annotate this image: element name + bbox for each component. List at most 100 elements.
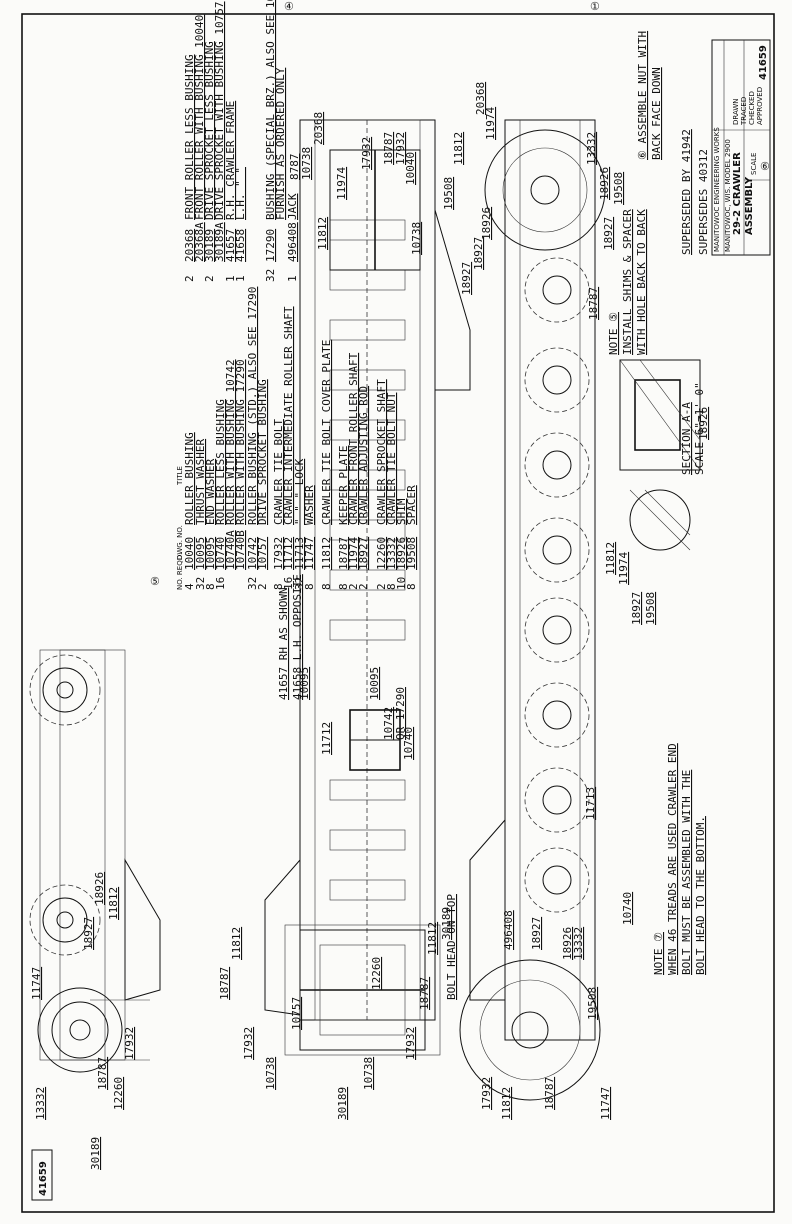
- callout-label: 18927: [602, 217, 615, 250]
- bolt-head-note: BOLT HEAD ON TOP: [445, 894, 458, 1000]
- parts-row-dwg: 10740: [214, 537, 227, 570]
- callout-label: 8787: [288, 154, 301, 181]
- tread-note-heading: NOTE ⑦: [652, 932, 665, 975]
- callout-label: 17932: [242, 1027, 255, 1060]
- parts-row-qty: 32: [194, 577, 207, 590]
- title-drawing-number: 41659: [758, 45, 769, 80]
- parts-row-title: CRAWLER ADJUSTING ROD: [357, 386, 370, 525]
- callout-label: 17932: [404, 1027, 417, 1060]
- parts-right-title: JACK: [286, 193, 299, 220]
- callout-label: 10738: [362, 1057, 375, 1090]
- callout-label: 18787: [543, 1077, 556, 1110]
- callout-label: 30189: [89, 1137, 102, 1170]
- parts-row-dwg: 10095: [204, 537, 217, 570]
- parts-row-title: ROLLER LESS BUSHING: [214, 399, 227, 525]
- parts-right-dwg: 30189: [203, 229, 216, 262]
- parts-row-title: KEEPER PLATE: [337, 446, 350, 525]
- title-checked: CHECKED: [748, 91, 756, 125]
- parts-right-dwg: 30189A: [213, 222, 226, 262]
- assemble-note-2: BACK FACE DOWN: [650, 67, 663, 160]
- callout-label: 18927: [472, 237, 485, 270]
- track-rollers: [524, 257, 590, 913]
- callout-label: 11974: [617, 552, 630, 585]
- parts-row-qty: 2: [375, 583, 388, 590]
- parts-right-title: R.H. CRAWLER FRAME: [224, 101, 237, 220]
- callout-label: 17932: [480, 1077, 493, 1110]
- parts-row-title: ROLLER WITH BUSHING 17290: [234, 359, 247, 525]
- parts-right-dwg: 496408: [286, 222, 299, 262]
- callout-label: 12260: [112, 1077, 125, 1110]
- tread-note-line-1: WHEN 46 TREADS ARE USED CRAWLER END: [666, 743, 679, 975]
- callout-label: 11812: [107, 887, 120, 920]
- parts-row-dwg: 10095: [194, 537, 207, 570]
- callout-label: 11812: [604, 542, 617, 575]
- callout-label: 18787: [96, 1057, 109, 1090]
- parts-row-title: WASHER: [303, 485, 316, 525]
- parts-right-qty: 1: [286, 275, 299, 282]
- callout-label: 18927: [530, 917, 543, 950]
- title-company: MANITOWOC ENGINEERING WORKS: [713, 127, 721, 252]
- parts-row-qty: 2: [347, 583, 360, 590]
- callout-label: 18926: [480, 207, 493, 240]
- parts-header-qty: NO. REQD.: [176, 553, 184, 590]
- plan-view: [264, 119, 471, 1056]
- frame-note-lh: 41658 L.H. OPPOSITE: [291, 574, 304, 700]
- parts-row-dwg: 10742: [246, 537, 259, 570]
- title-drawn: DRAWN: [732, 98, 740, 125]
- parts-header-dwg: DWG. NO.: [176, 525, 184, 560]
- parts-row-title: END WASHER: [204, 458, 217, 525]
- parts-row-dwg: 10757: [256, 537, 269, 570]
- callout-label: 11812: [316, 217, 329, 250]
- parts-right-title: FRONT ROLLER LESS BUSHING: [183, 54, 196, 220]
- callout-label: 17932: [360, 137, 373, 170]
- callout-label: 18787: [382, 132, 395, 165]
- callout-label: 18927: [460, 262, 473, 295]
- callout-label: 18787: [418, 977, 431, 1010]
- callout-label: 10742: [382, 707, 395, 740]
- parts-right-qty: 32: [264, 269, 277, 282]
- callout-label: 11747: [30, 967, 43, 1000]
- callout-label: 11747: [599, 1087, 612, 1120]
- frame-note-rh: 41657 RH AS SHOWN: [277, 587, 290, 700]
- callout-label: 20368: [474, 82, 487, 115]
- parts-row-title: SHIM: [395, 498, 408, 525]
- callout-label: 11713: [584, 787, 597, 820]
- section-scale: SCALE 6"=1'-0": [693, 382, 706, 475]
- callout-label: 18927: [82, 917, 95, 950]
- parts-right-title: FRONT ROLLER WITH BUSHING 10040: [193, 15, 206, 220]
- callout-label: 18926: [598, 167, 611, 200]
- parts-row-dwg: 18926: [395, 537, 408, 570]
- callout-label: 10738: [300, 147, 313, 180]
- spacer-note-1: INSTALL SHIMS & SPACER: [621, 209, 634, 355]
- parts-row-qty: 8: [320, 583, 333, 590]
- parts-row-dwg: 10040: [183, 537, 196, 570]
- parts-row-title: CRAWLER TIE BOLT COVER PLATE: [320, 340, 333, 525]
- parts-right-dwg: 20368: [183, 229, 196, 262]
- callout-label: 13332: [585, 132, 598, 165]
- title-name-1: 29-2 CRAWLER: [732, 152, 743, 235]
- parts-row-title: ROLLER BUSHING (STD.) ALSO SEE 17290: [246, 287, 259, 525]
- mark-1: ①: [590, 0, 600, 13]
- parts-row-qty: 8: [385, 583, 398, 590]
- parts-right-title: DRIVE SPROCKET WITH BUSHING 10757: [213, 1, 226, 220]
- parts-right-dwg: 20368A: [193, 222, 206, 262]
- parts-row-dwg: 10740B: [234, 530, 247, 570]
- callout-label: 17932: [123, 1027, 136, 1060]
- parts-row-title: ROLLER WITH BUSHING 10742: [224, 359, 237, 525]
- mark-5: ⑤: [150, 575, 160, 588]
- tread-note-line-2: BOLT MUST BE ASSEMBLED WITH THE: [680, 770, 693, 975]
- callout-label: 11812: [426, 922, 439, 955]
- assemble-note-1: ⑥ ASSEMBLE NUT WITH: [636, 31, 649, 160]
- callout-label: 10095: [298, 667, 311, 700]
- callout-label: 11712: [320, 722, 333, 755]
- parts-row-dwg: 11974: [347, 537, 360, 570]
- parts-row-qty: 8: [337, 583, 350, 590]
- parts-right-dwg: 17290: [264, 229, 277, 262]
- parts-row-dwg: 11712: [282, 537, 295, 570]
- parts-row-title: ROLLER BUSHING: [183, 432, 196, 525]
- callout-label: 19508: [644, 592, 657, 625]
